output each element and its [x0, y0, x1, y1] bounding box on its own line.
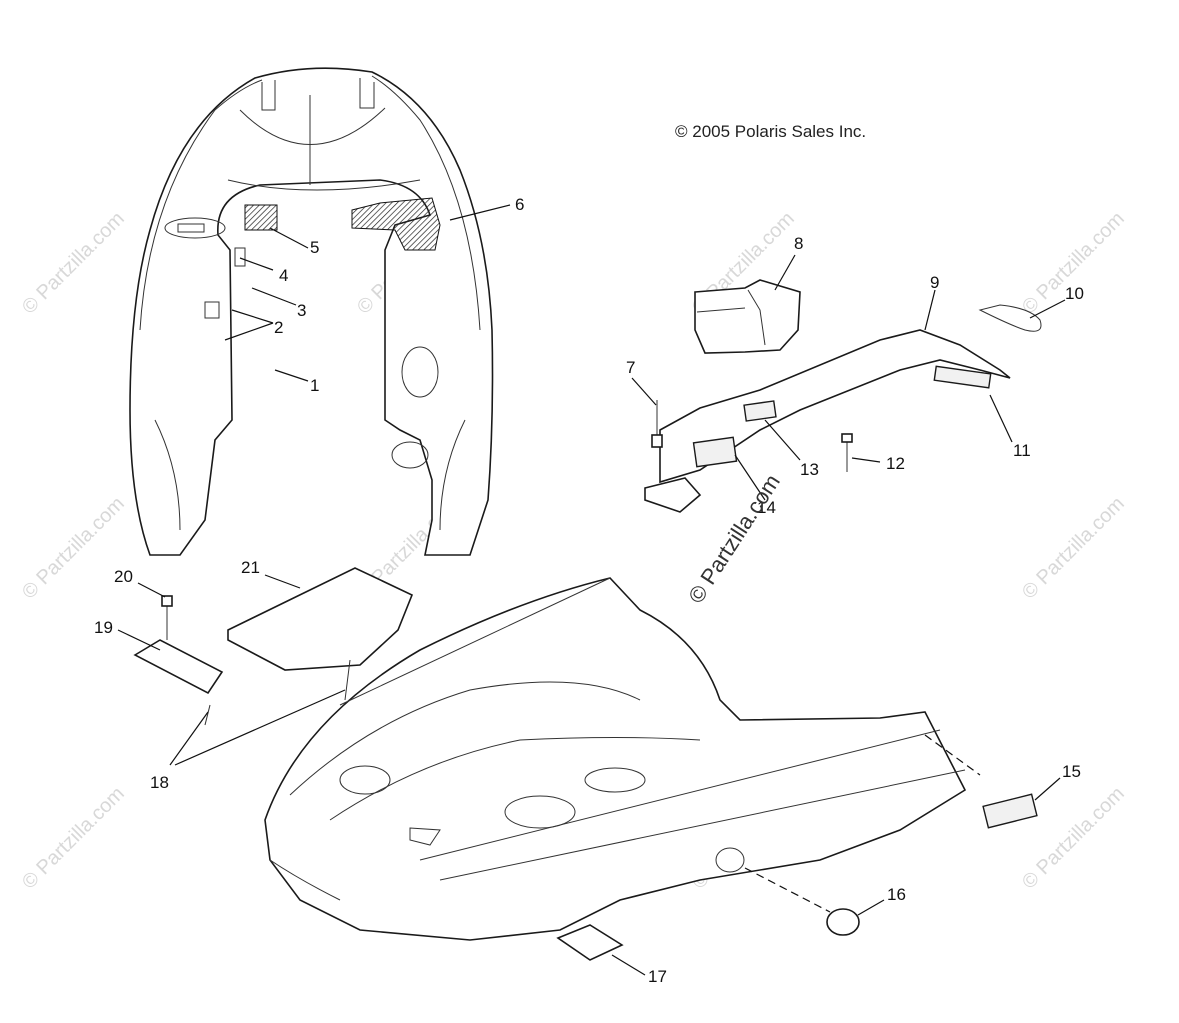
part-19-plate — [133, 639, 224, 695]
callout-21: 21 — [241, 558, 260, 577]
part-8-shield — [694, 279, 801, 354]
insulation-pad-5 — [244, 204, 278, 231]
callout-2: 2 — [274, 318, 283, 337]
callout-16: 16 — [887, 885, 906, 904]
callout-3: 3 — [297, 301, 306, 320]
hood-lower-view — [264, 577, 967, 941]
callouts: 1 2 3 4 5 6 7 8 9 10 11 12 13 14 15 16 1… — [94, 195, 1084, 986]
part-10-cable — [978, 304, 1042, 332]
part-17-plate — [556, 924, 624, 961]
hood-shell-top-view — [129, 67, 494, 556]
watermark: © Partzilla.com — [18, 208, 129, 319]
callout-14: 14 — [757, 498, 776, 517]
part-11-decal — [933, 365, 992, 389]
watermark: © Partzilla.com — [1018, 493, 1129, 604]
callout-20: 20 — [114, 567, 133, 586]
callout-10: 10 — [1065, 284, 1084, 303]
callout-19: 19 — [94, 618, 113, 637]
leader-lines — [117, 204, 1066, 976]
callout-9: 9 — [930, 273, 939, 292]
part-14-decal — [692, 436, 738, 468]
callout-1: 1 — [310, 376, 319, 395]
part-16-plug — [826, 908, 860, 936]
part-15-reflector — [982, 793, 1038, 829]
callout-18: 18 — [150, 773, 169, 792]
watermark: © Partzilla.com — [1018, 783, 1129, 894]
callout-17: 17 — [648, 967, 667, 986]
callout-4: 4 — [279, 266, 288, 285]
callout-6: 6 — [515, 195, 524, 214]
callout-15: 15 — [1062, 762, 1081, 781]
copyright-text: © 2005 Polaris Sales Inc. — [675, 122, 866, 141]
callout-13: 13 — [800, 460, 819, 479]
callout-7: 7 — [626, 358, 635, 377]
part-21-plate — [227, 567, 414, 671]
watermark: © Partzilla.com — [18, 783, 129, 894]
watermark: © Partzilla.com — [18, 493, 129, 604]
callout-12: 12 — [886, 454, 905, 473]
center-watermark: © Partzilla.com — [683, 470, 785, 608]
callout-11: 11 — [1013, 441, 1031, 460]
callout-8: 8 — [794, 234, 803, 253]
part-13-decal — [743, 400, 777, 422]
callout-5: 5 — [310, 238, 319, 257]
insulation-pad-6 — [351, 197, 441, 251]
